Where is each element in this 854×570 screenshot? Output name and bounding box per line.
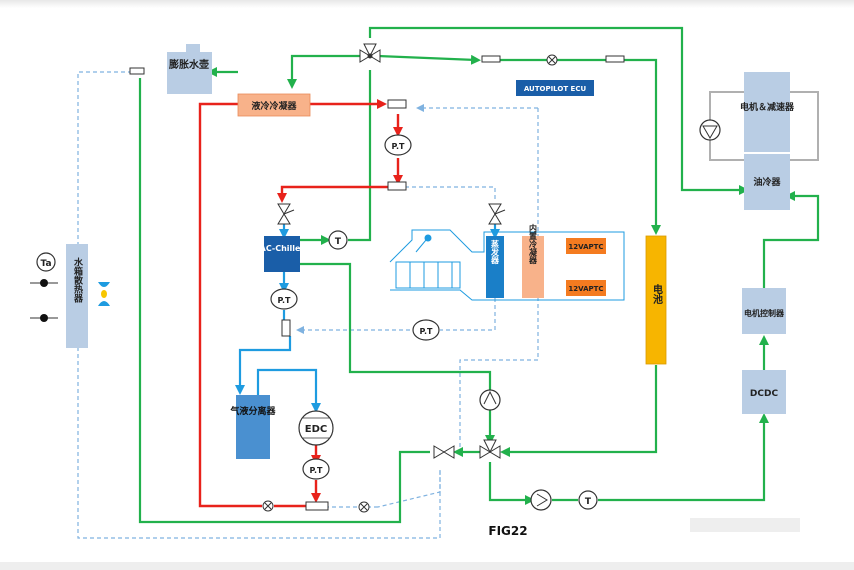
t-sensor-bottom-label: T: [585, 497, 592, 507]
separator-label: 气液分离器: [229, 405, 276, 417]
fan-icon: [98, 282, 110, 306]
autopilot-ecu: AUTOPILOT ECU: [516, 80, 594, 96]
expansion-tank: 膨胀水壶: [167, 44, 212, 94]
compressor-label: EDC: [305, 424, 327, 435]
pump-middle-icon: [479, 389, 501, 411]
dashed-lines: [77, 71, 539, 539]
svg-text:气液分离器: 气液分离器: [229, 405, 276, 417]
ptc-heater-bottom: 12VAPTC: [566, 280, 606, 296]
autopilot-ecu-label: AUTOPILOT ECU: [524, 85, 587, 93]
three-way-valve-top-icon: [359, 43, 381, 63]
pt-sensor-4-label: P.T: [310, 466, 323, 475]
motor-controller-label: 电机控制器: [744, 308, 785, 318]
battery: 电池: [645, 235, 667, 365]
three-way-valve-bottom-icon: [479, 439, 501, 459]
figure-label: FIG22: [488, 524, 527, 538]
coolant-lines: [138, 26, 820, 524]
gas-liquid-separator: 气液分离器: [229, 395, 276, 459]
shutoff-valve-top-icon: [546, 54, 558, 66]
shutoff-valve-dashed-icon: [358, 501, 370, 513]
evaporator-label: 蒸发器: [490, 239, 500, 265]
t-sensor-bottom: T: [578, 490, 598, 510]
pt-sensor-3-label: P.T: [420, 327, 433, 336]
ac-chiller: AC-Chiller: [260, 236, 305, 272]
ambient-sensor-label: Ta: [40, 259, 51, 269]
ptc-top-label: 12VAPTC: [568, 243, 603, 251]
pt-sensor-1-label: P.T: [392, 142, 405, 151]
expansion-tank-label: 膨胀水壶: [169, 58, 209, 71]
radiator-label: 水箱散热器: [72, 256, 84, 303]
ptc-heater-top: 12VAPTC: [566, 238, 606, 254]
top-bar: [0, 0, 854, 8]
bottom-bar: [0, 562, 854, 570]
dcdc-label: DCDC: [750, 389, 779, 399]
motor-reducer: 电机＆减速器: [740, 72, 795, 152]
valve-left-bottom-icon: [433, 445, 455, 459]
condenser-label: 液冷冷凝器: [251, 100, 297, 112]
liquid-cooled-condenser: 液冷冷凝器: [237, 93, 311, 117]
t-sensor-chiller: T: [328, 230, 348, 250]
watermark-blur: [690, 518, 800, 532]
hot-refrigerant-lines: [198, 99, 403, 508]
oil-cooler-label: 油冷器: [753, 176, 781, 188]
expansion-valve-evap-icon: [488, 203, 506, 225]
oil-pump-icon: [699, 119, 721, 141]
ac-chiller-label: AC-Chiller: [260, 244, 305, 253]
inner-condenser: 内置冷凝器: [522, 223, 544, 298]
ptc-bottom-label: 12VAPTC: [568, 285, 603, 293]
radiator: 水箱散热器: [66, 244, 88, 348]
pt-sensor-2: P.T: [270, 288, 298, 310]
ambient-sensor: Ta: [30, 252, 58, 322]
pt-sensor-2-label: P.T: [278, 296, 291, 305]
hvac-box: [389, 229, 625, 301]
t-sensor-chiller-label: T: [335, 237, 342, 247]
compressor: EDC: [298, 410, 334, 446]
expansion-valve-chiller-icon: [277, 203, 295, 225]
junction-fittings: [129, 55, 625, 511]
svg-text:AC-Chiller: AC-Chiller: [260, 244, 305, 253]
evaporator: 蒸发器: [486, 236, 504, 298]
inner-condenser-label: 内置冷凝器: [528, 223, 538, 265]
oil-pump-glyph: [702, 125, 718, 139]
oil-cooler: 油冷器: [744, 154, 790, 210]
battery-label: 电池: [651, 283, 663, 305]
dcdc: DCDC: [742, 370, 786, 414]
motor-controller: 电机控制器: [742, 288, 786, 334]
svg-text:膨胀水壶: 膨胀水壶: [169, 58, 209, 71]
shutoff-valve-red-icon: [262, 500, 274, 512]
pt-sensor-3: P.T: [412, 319, 440, 341]
pt-sensor-4: P.T: [302, 458, 330, 480]
pump-bottom-icon: [530, 489, 552, 511]
motor-reducer-label: 电机＆减速器: [740, 101, 795, 113]
pt-sensor-1: P.T: [384, 134, 412, 156]
oil-loop: [709, 91, 819, 161]
